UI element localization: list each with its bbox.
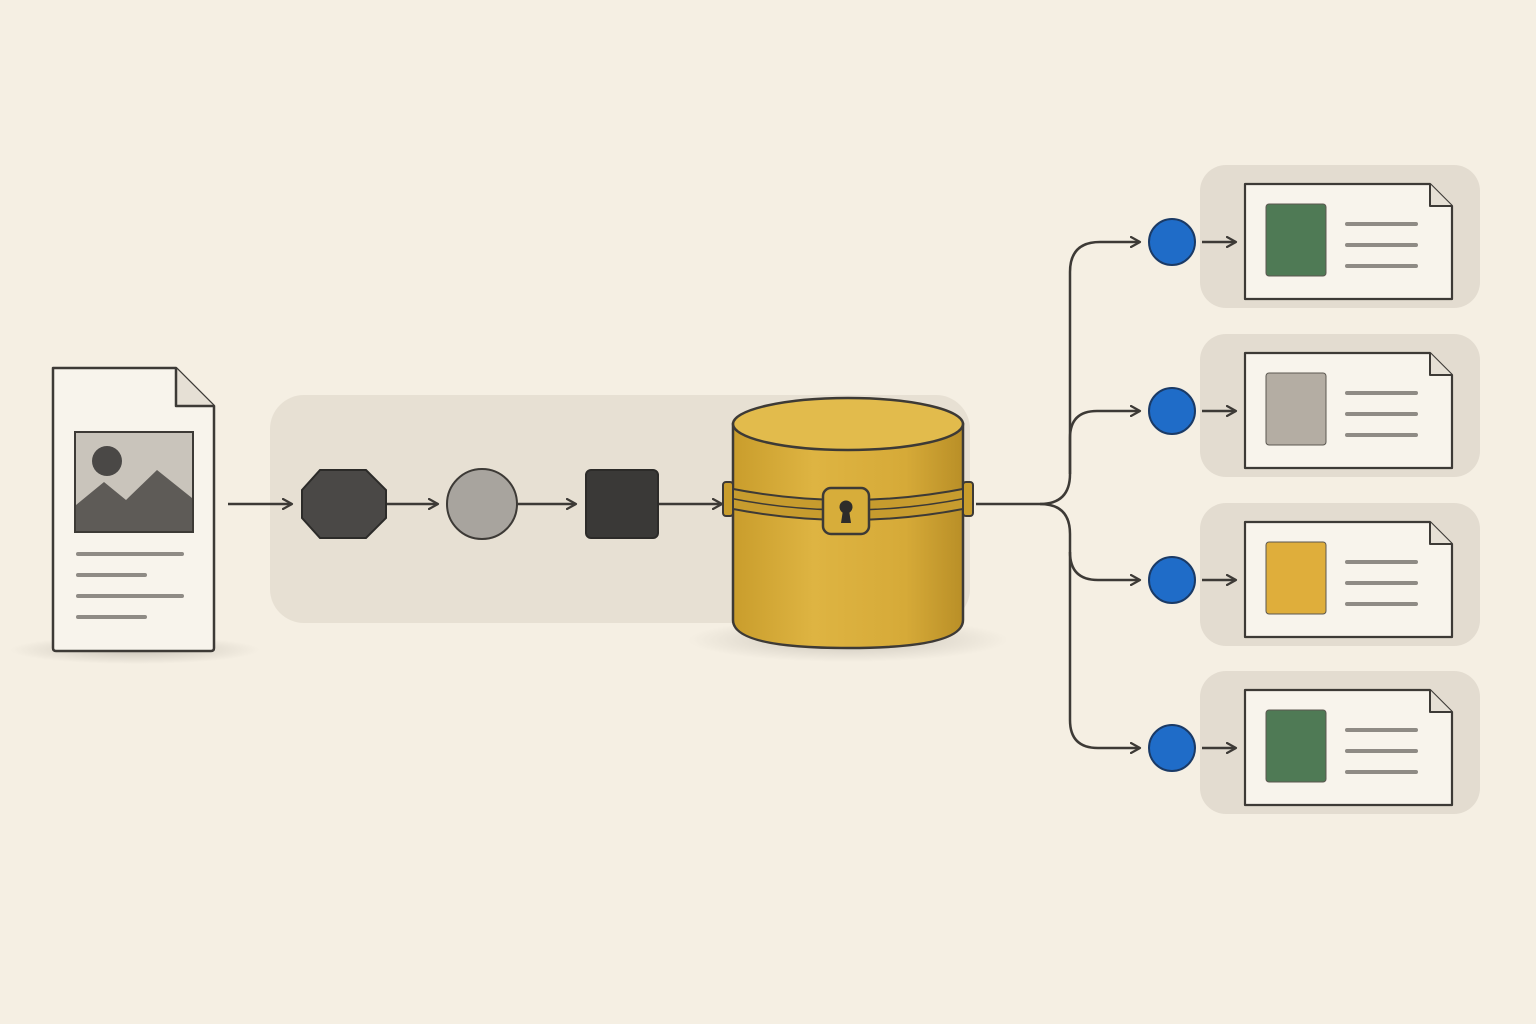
card-fold	[1429, 522, 1452, 545]
blue-node-icon	[1148, 387, 1196, 435]
blue-node-icon	[1148, 724, 1196, 772]
output-document-card-icon	[1243, 688, 1454, 807]
blue-node-icon	[1148, 556, 1196, 604]
branch-connector	[976, 242, 1140, 748]
output-row-1	[1148, 165, 1480, 308]
card-fold	[1429, 690, 1452, 713]
card-thumbnail	[1265, 372, 1327, 446]
output-row-2	[1148, 334, 1480, 477]
card-fold	[1429, 184, 1452, 207]
source-document-icon	[10, 366, 260, 664]
card-fold	[1429, 353, 1452, 376]
blue-node-icon	[1148, 218, 1196, 266]
locked-cylinder-vault-icon	[688, 396, 1008, 662]
text-lines-icon	[76, 552, 184, 619]
output-document-card-icon	[1243, 351, 1454, 470]
image-thumbnail-icon	[74, 431, 194, 533]
output-document-card-icon	[1243, 520, 1454, 639]
card-thumbnail	[1265, 709, 1327, 783]
keyhole-lock-icon	[821, 486, 871, 536]
output-row-3	[1148, 503, 1480, 646]
output-document-card-icon	[1243, 182, 1454, 301]
square-icon	[585, 469, 659, 539]
output-row-4	[1148, 671, 1480, 814]
output-list	[1148, 165, 1480, 814]
hexagon-icon	[301, 469, 387, 539]
circle-icon	[446, 468, 518, 540]
card-thumbnail	[1265, 203, 1327, 277]
card-thumbnail	[1265, 541, 1327, 615]
